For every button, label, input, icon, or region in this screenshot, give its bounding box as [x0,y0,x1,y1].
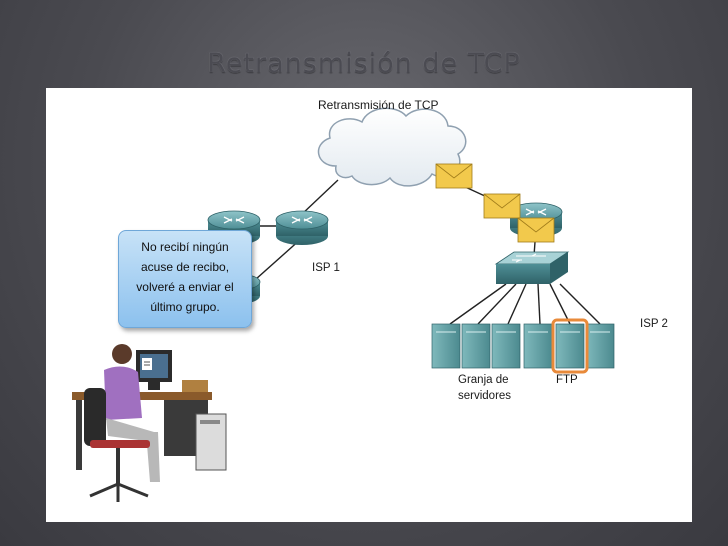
isp2-label: ISP 2 [640,318,668,330]
router-icon [276,211,328,245]
server-farm-label-line2: servidores [458,390,511,402]
envelope-icon [518,218,554,242]
server-farm-label-line1: Granja de [458,374,509,386]
callout-line: No recibí ningún [123,237,247,257]
switch-icon [496,252,568,284]
isp1-label: ISP 1 [312,262,340,274]
envelope-icon [436,164,472,188]
server-farm [432,320,614,372]
callout-line: último grupo. [123,297,247,317]
user-workstation [72,344,226,502]
callout-line: acuse de recibo, [123,257,247,277]
server-icon [586,324,614,368]
slide-title: Retransmisión de TCP [0,48,728,79]
server-icon [524,324,552,368]
diagram-title: Retransmisión de TCP [318,98,439,112]
ftp-label: FTP [556,374,578,386]
speech-callout: No recibí ningún acuse de recibo, volver… [118,230,252,328]
envelope-icon [484,194,520,218]
ftp-server-icon [556,324,584,368]
callout-line: volveré a enviar el [123,277,247,297]
network-links [236,168,600,324]
callout-text: No recibí ningún acuse de recibo, volver… [123,237,247,317]
server-icon [462,324,490,368]
server-icon [492,324,520,368]
diagram-panel: Retransmisión de TCP ISP 1 ISP 2 Granja … [46,88,692,522]
server-icon [432,324,460,368]
